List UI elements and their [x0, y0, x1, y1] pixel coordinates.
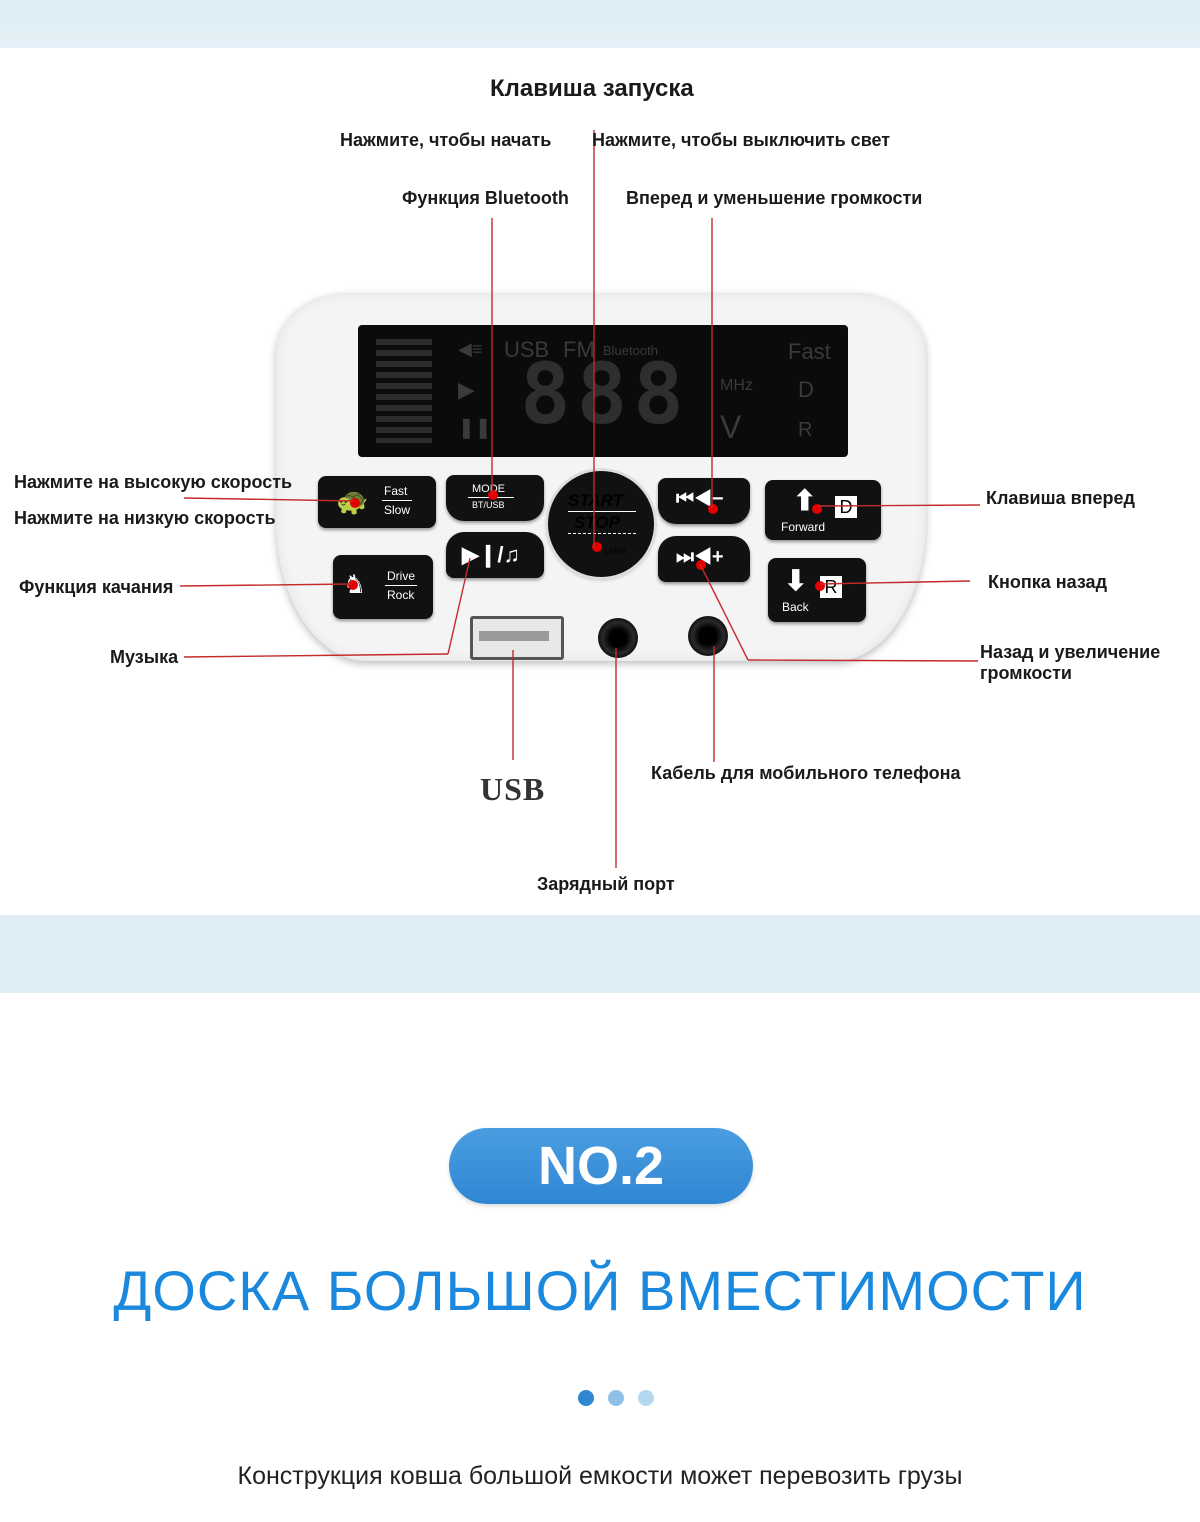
- prev-volume-down-button[interactable]: ⏮◀−: [658, 478, 750, 524]
- lcd-r: R: [798, 419, 813, 441]
- lcd-digits: 888: [520, 345, 690, 443]
- charging-port-jack[interactable]: [598, 618, 638, 658]
- next-volume-up-button[interactable]: ⏭◀+: [658, 536, 750, 582]
- marker-dot: [708, 504, 718, 514]
- carousel-dot-3[interactable]: [638, 1390, 654, 1406]
- lcd-d: D: [798, 377, 814, 402]
- back-letter: R: [820, 576, 842, 598]
- lcd-fm: FM: [563, 337, 595, 362]
- section-description: Конструкция ковша большой емкости может …: [237, 1462, 963, 1490]
- play-pause-music-icon: ▶❙/♫: [462, 542, 520, 567]
- drive-label: Drive: [387, 569, 416, 583]
- lamp-icon: ◀≡: [458, 339, 483, 359]
- divider-band: [0, 915, 1200, 993]
- marker-dot: [348, 580, 358, 590]
- phone-cable-jack[interactable]: [688, 616, 728, 656]
- section-headline: ДОСКА БОЛЬШОЙ ВМЕСТИМОСТИ: [113, 1259, 1087, 1322]
- arrow-down-icon: ⬇: [784, 565, 808, 596]
- arrow-up-icon: ⬆: [793, 485, 817, 516]
- lamp-label: LAMP: [604, 547, 626, 556]
- lcd-mhz: MHz: [720, 377, 753, 394]
- label-charging-port: Зарядный порт: [537, 874, 675, 894]
- forward-letter: D: [835, 496, 857, 518]
- fast-label: Fast: [384, 484, 408, 498]
- slow-label: Slow: [384, 503, 411, 517]
- rock-label: Rock: [387, 588, 415, 602]
- marker-dot: [812, 504, 822, 514]
- carousel-dot-1[interactable]: [578, 1390, 594, 1406]
- stop-label: STOP: [574, 513, 620, 532]
- lcd-fast: Fast: [788, 339, 831, 364]
- carousel-dot-2[interactable]: [608, 1390, 624, 1406]
- level-bars: [376, 339, 432, 443]
- lcd-usb: USB: [504, 337, 550, 362]
- label-back-volume-up-1: Назад и увеличение: [980, 642, 1161, 662]
- section-number-badge: NO.2: [449, 1128, 753, 1204]
- play-icon: ▶: [458, 377, 475, 402]
- label-press-start: Нажмите, чтобы начать: [340, 130, 552, 150]
- label-phone-cable: Кабель для мобильного телефона: [651, 763, 961, 783]
- label-forward-volume-down: Вперед и уменьшение громкости: [626, 188, 923, 208]
- pause-icon: ❚❚: [458, 417, 492, 439]
- forward-button[interactable]: ⬆ Forward D: [765, 480, 881, 540]
- label-bluetooth: Функция Bluetooth: [402, 188, 569, 208]
- bt-usb-label: BT/USB: [472, 500, 505, 510]
- marker-dot: [815, 581, 825, 591]
- forward-label: Forward: [781, 520, 826, 534]
- label-swing: Функция качания: [19, 577, 174, 597]
- top-band: [0, 0, 1200, 48]
- marker-dot: [488, 490, 498, 500]
- control-panel-diagram: ◀≡ USB FM Bluetooth Fast ▶ ❚❚ 888 MHz D …: [0, 48, 1200, 915]
- label-high-speed: Нажмите на высокую скорость: [14, 472, 293, 492]
- lcd-display: ◀≡ USB FM Bluetooth Fast ▶ ❚❚ 888 MHz D …: [358, 325, 848, 457]
- lcd-v: V: [720, 409, 742, 445]
- marker-dot: [350, 498, 360, 508]
- label-press-light-off: Нажмите, чтобы выключить свет: [592, 130, 891, 150]
- start-stop-button[interactable]: START STOP LAMP: [548, 471, 654, 577]
- play-music-button[interactable]: ▶❙/♫: [446, 532, 544, 578]
- leader-lines: [179, 130, 981, 868]
- marker-dot: [592, 542, 602, 552]
- label-usb: USB: [480, 771, 546, 807]
- label-back-button: Кнопка назад: [988, 572, 1107, 592]
- diagram-title: Клавиша запуска: [490, 75, 694, 102]
- back-label: Back: [782, 600, 809, 614]
- lcd-bluetooth: Bluetooth: [603, 343, 658, 358]
- label-forward-key: Клавиша вперед: [986, 488, 1135, 508]
- next-volume-up-icon: ⏭◀+: [676, 546, 724, 568]
- label-music: Музыка: [110, 647, 179, 667]
- label-low-speed: Нажмите на низкую скорость: [14, 508, 276, 528]
- start-label: START: [568, 491, 624, 510]
- usb-port[interactable]: [470, 616, 564, 660]
- label-back-volume-up-2: громкости: [980, 663, 1072, 683]
